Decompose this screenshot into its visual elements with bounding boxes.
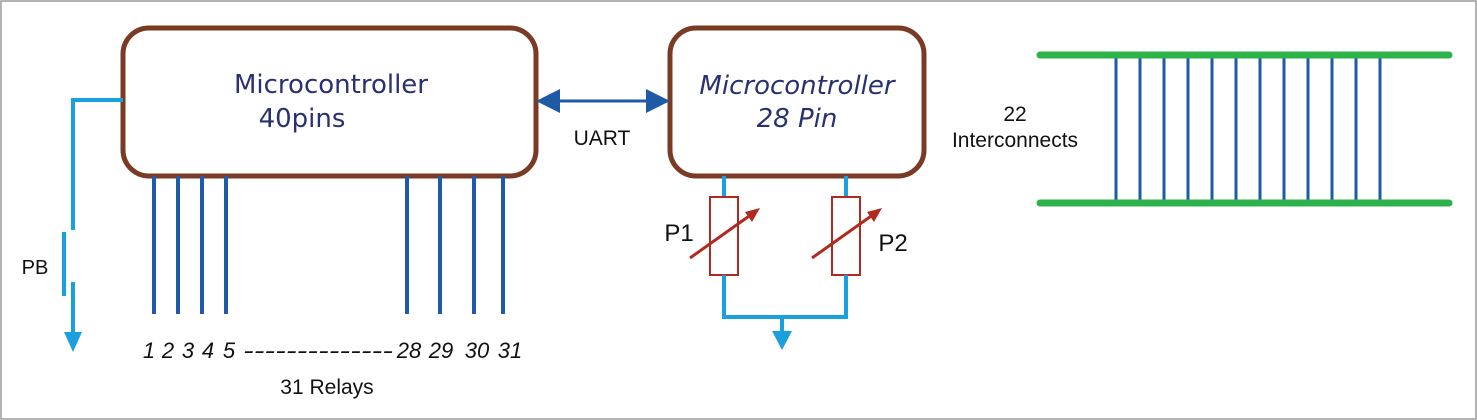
- microcontroller-40pin-title: Microcontroller: [234, 70, 428, 100]
- relay-pin-dashes: --------------: [243, 338, 393, 363]
- relay-pin-1: 1: [143, 338, 155, 363]
- interconnect-lines: [1114, 57, 1382, 201]
- pot-p2-body: [831, 196, 861, 276]
- relays-caption: 31 Relays: [280, 376, 373, 399]
- relay-pin-5: 5: [223, 338, 236, 363]
- pot-p2-label: P2: [878, 230, 907, 257]
- pot-p1-label: P1: [664, 220, 693, 247]
- relay-pin-3: 3: [182, 338, 195, 363]
- relay-pin-2: 2: [161, 338, 174, 363]
- relay-pin-30: 30: [465, 338, 490, 363]
- microcontroller-28pin-title: Microcontroller: [699, 71, 896, 101]
- interconnects-label: Interconnects: [952, 129, 1078, 152]
- microcontroller-28pin-subtitle: 28 Pin: [757, 104, 838, 134]
- pushbutton-label: PB: [22, 257, 49, 279]
- microcontroller-40pin-box: [120, 25, 539, 179]
- pot-p2-arrow: [811, 212, 875, 260]
- pot-p1-arrow-head: [745, 208, 760, 222]
- pot-p2-arrow-head: [867, 208, 882, 222]
- interconnects-count: 22: [1003, 103, 1026, 126]
- pot-p1-arrow: [689, 212, 753, 260]
- ground-arrow-right: [772, 331, 792, 350]
- ground-arrow-left: [64, 332, 82, 352]
- pot-common-wire: [722, 275, 848, 319]
- relay-pin-4: 4: [202, 338, 214, 363]
- uart-label: UART: [574, 127, 631, 150]
- relay-pin-28: 28: [396, 338, 422, 363]
- pushbutton-wire-top: [71, 98, 123, 230]
- pot-p1-body: [709, 196, 739, 276]
- microcontroller-28pin-box: [667, 25, 927, 179]
- relay-pin-29: 29: [428, 338, 453, 363]
- relay-pin-31: 31: [498, 338, 522, 363]
- microcontroller-40pin-subtitle: 40pins: [259, 104, 346, 134]
